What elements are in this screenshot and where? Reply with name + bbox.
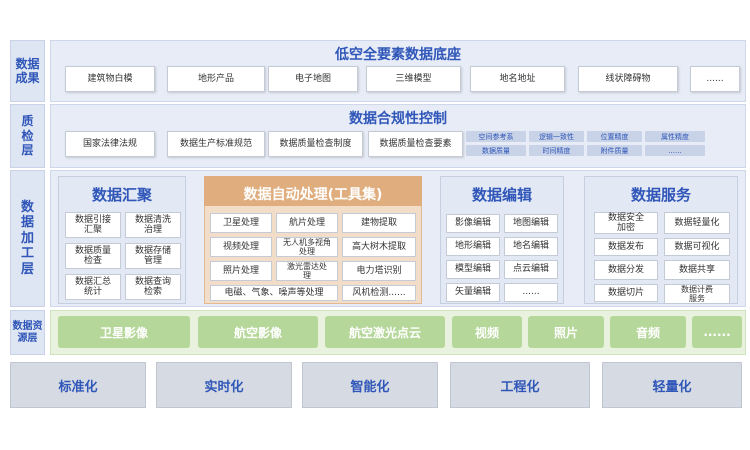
auto-item: 卫星处理 [210, 213, 272, 233]
resource-item: 音频 [610, 316, 686, 348]
results-item: ...... [690, 66, 740, 92]
qc-title: 数据合规性控制 [349, 111, 447, 127]
qc-chip: 空间参考系 [466, 131, 526, 142]
service-item: 数据切片 [594, 284, 658, 302]
auto-item: 建物提取 [342, 213, 416, 233]
qc-chip: 数据质量 [466, 145, 526, 156]
layer-label-qc: 质 检 层 [10, 104, 45, 168]
qc-item: 数据质量检查制度 [268, 131, 363, 157]
resource-item: 航空影像 [198, 316, 318, 348]
service-item: 数据轻量化 [664, 212, 730, 234]
auto-item: 电磁、气象、噪声等处理 [210, 285, 338, 301]
qc-chip: 附件质量 [587, 145, 642, 156]
layer-label-processing: 数 据 加 工 层 [10, 170, 45, 307]
edit-item: ...... [504, 283, 558, 302]
edit-item: 矢量编辑 [446, 283, 500, 302]
auto-item: 无人机多视角 处理 [276, 237, 338, 257]
aggregation-item: 数据清洗 治理 [125, 212, 181, 238]
results-item: 地名地址 [470, 66, 565, 92]
auto-item: 照片处理 [210, 261, 272, 281]
service-item: 数据安全 加密 [594, 212, 658, 234]
aggregation-title: 数据汇聚 [91, 186, 152, 204]
edit-item: 地名编辑 [504, 237, 558, 256]
aggregation-item: 数据质量 检查 [65, 243, 121, 269]
qc-item: 国家法律法规 [65, 131, 155, 157]
bottom-item: 轻量化 [602, 362, 742, 408]
edit-title: 数据编辑 [471, 186, 532, 204]
service-item: 数据分发 [594, 260, 658, 280]
results-item: 地形产品 [167, 66, 265, 92]
service-item: 数据发布 [594, 238, 658, 256]
service-item: 数据共享 [664, 260, 730, 280]
aggregation-item: 数据引接 汇聚 [65, 212, 121, 238]
edit-item: 点云编辑 [504, 260, 558, 279]
aggregation-item: 数据查询 检索 [125, 274, 181, 300]
qc-item: 数据质量检查要素 [368, 131, 463, 157]
results-item: 线状障碍物 [578, 66, 678, 92]
edit-item: 地图编辑 [504, 214, 558, 233]
auto-item: 视频处理 [210, 237, 272, 257]
layer-label-resource: 数据资 源层 [10, 310, 45, 355]
auto-title: 数据自动处理(工具集) [243, 187, 383, 203]
qc-chip: 逻辑一致性 [529, 131, 584, 142]
auto-item: 电力塔识别 [342, 261, 416, 281]
qc-chip: 位置精度 [587, 131, 642, 142]
results-title: 低空全要素数据底座 [335, 47, 461, 63]
bottom-item: 工程化 [450, 362, 590, 408]
aggregation-item: 数据存储 管理 [125, 243, 181, 269]
resource-item: 视频 [452, 316, 522, 348]
auto-item: 高大树木提取 [342, 237, 416, 257]
layer-label-results: 数据 成果 [10, 40, 45, 102]
results-item: 建筑物白模 [65, 66, 155, 92]
resource-item: 航空激光点云 [325, 316, 445, 348]
edit-item: 模型编辑 [446, 260, 500, 279]
auto-header-band [204, 176, 422, 206]
resource-item: 卫星影像 [58, 316, 190, 348]
service-item: 数据可视化 [664, 238, 730, 256]
auto-item: 风机检测...... [342, 285, 416, 301]
bottom-item: 标准化 [10, 362, 146, 408]
qc-item: 数据生产标准规范 [167, 131, 265, 157]
aggregation-item: 数据汇总 统计 [65, 274, 121, 300]
qc-chip: 属性精度 [645, 131, 705, 142]
bottom-item: 实时化 [156, 362, 292, 408]
qc-chip: ...... [645, 145, 705, 156]
service-item: 数据计费 服务 [664, 284, 730, 304]
results-item: 电子地图 [268, 66, 358, 92]
service-title: 数据服务 [630, 186, 691, 204]
resource-item: ...... [692, 316, 742, 348]
resource-item: 照片 [528, 316, 604, 348]
edit-item: 影像编辑 [446, 214, 500, 233]
auto-item: 航片处理 [276, 213, 338, 233]
bottom-item: 智能化 [302, 362, 438, 408]
edit-item: 地形编辑 [446, 237, 500, 256]
qc-chip: 时间精度 [529, 145, 584, 156]
auto-item: 激光雷达处 理 [276, 261, 338, 281]
results-item: 三维模型 [366, 66, 461, 92]
